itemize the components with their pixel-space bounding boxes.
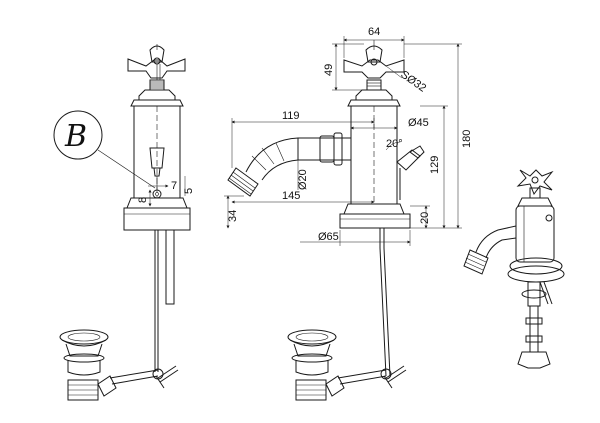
brand-logo-letter: B xyxy=(64,119,87,154)
front-dimensions: 7 5 8 xyxy=(137,176,195,207)
dim-20: 20 xyxy=(419,212,431,224)
dim-64: 64 xyxy=(368,26,380,38)
side-dimensions: 64 49 SØ32 180 119 Ø45 20° xyxy=(224,26,473,246)
dim-7: 7 xyxy=(171,180,177,192)
dim-angle: 20° xyxy=(386,138,403,150)
dim-065: Ø65 xyxy=(318,231,339,243)
dim-49: 49 xyxy=(323,64,335,76)
isometric-view xyxy=(463,169,565,369)
front-cross-handle xyxy=(127,44,186,80)
brand-logo: B xyxy=(53,110,156,189)
dim-8: 8 xyxy=(137,197,149,203)
side-waste xyxy=(287,329,407,401)
side-view: 64 49 SØ32 180 119 Ø45 20° xyxy=(224,26,473,401)
dim-129: 129 xyxy=(429,156,441,174)
dim-s032: SØ32 xyxy=(398,69,428,95)
dim-145: 145 xyxy=(282,190,300,202)
dim-119: 119 xyxy=(282,110,300,122)
dim-5: 5 xyxy=(183,188,195,194)
front-waste xyxy=(59,329,179,401)
side-spout xyxy=(227,132,351,197)
front-view: 7 5 8 B xyxy=(53,44,195,401)
dim-045: Ø45 xyxy=(408,117,429,129)
side-cross-handle xyxy=(343,40,405,79)
dim-020: Ø20 xyxy=(297,169,309,190)
front-knurl xyxy=(149,79,165,91)
dim-180: 180 xyxy=(461,130,473,148)
dim-34: 34 xyxy=(227,210,239,222)
